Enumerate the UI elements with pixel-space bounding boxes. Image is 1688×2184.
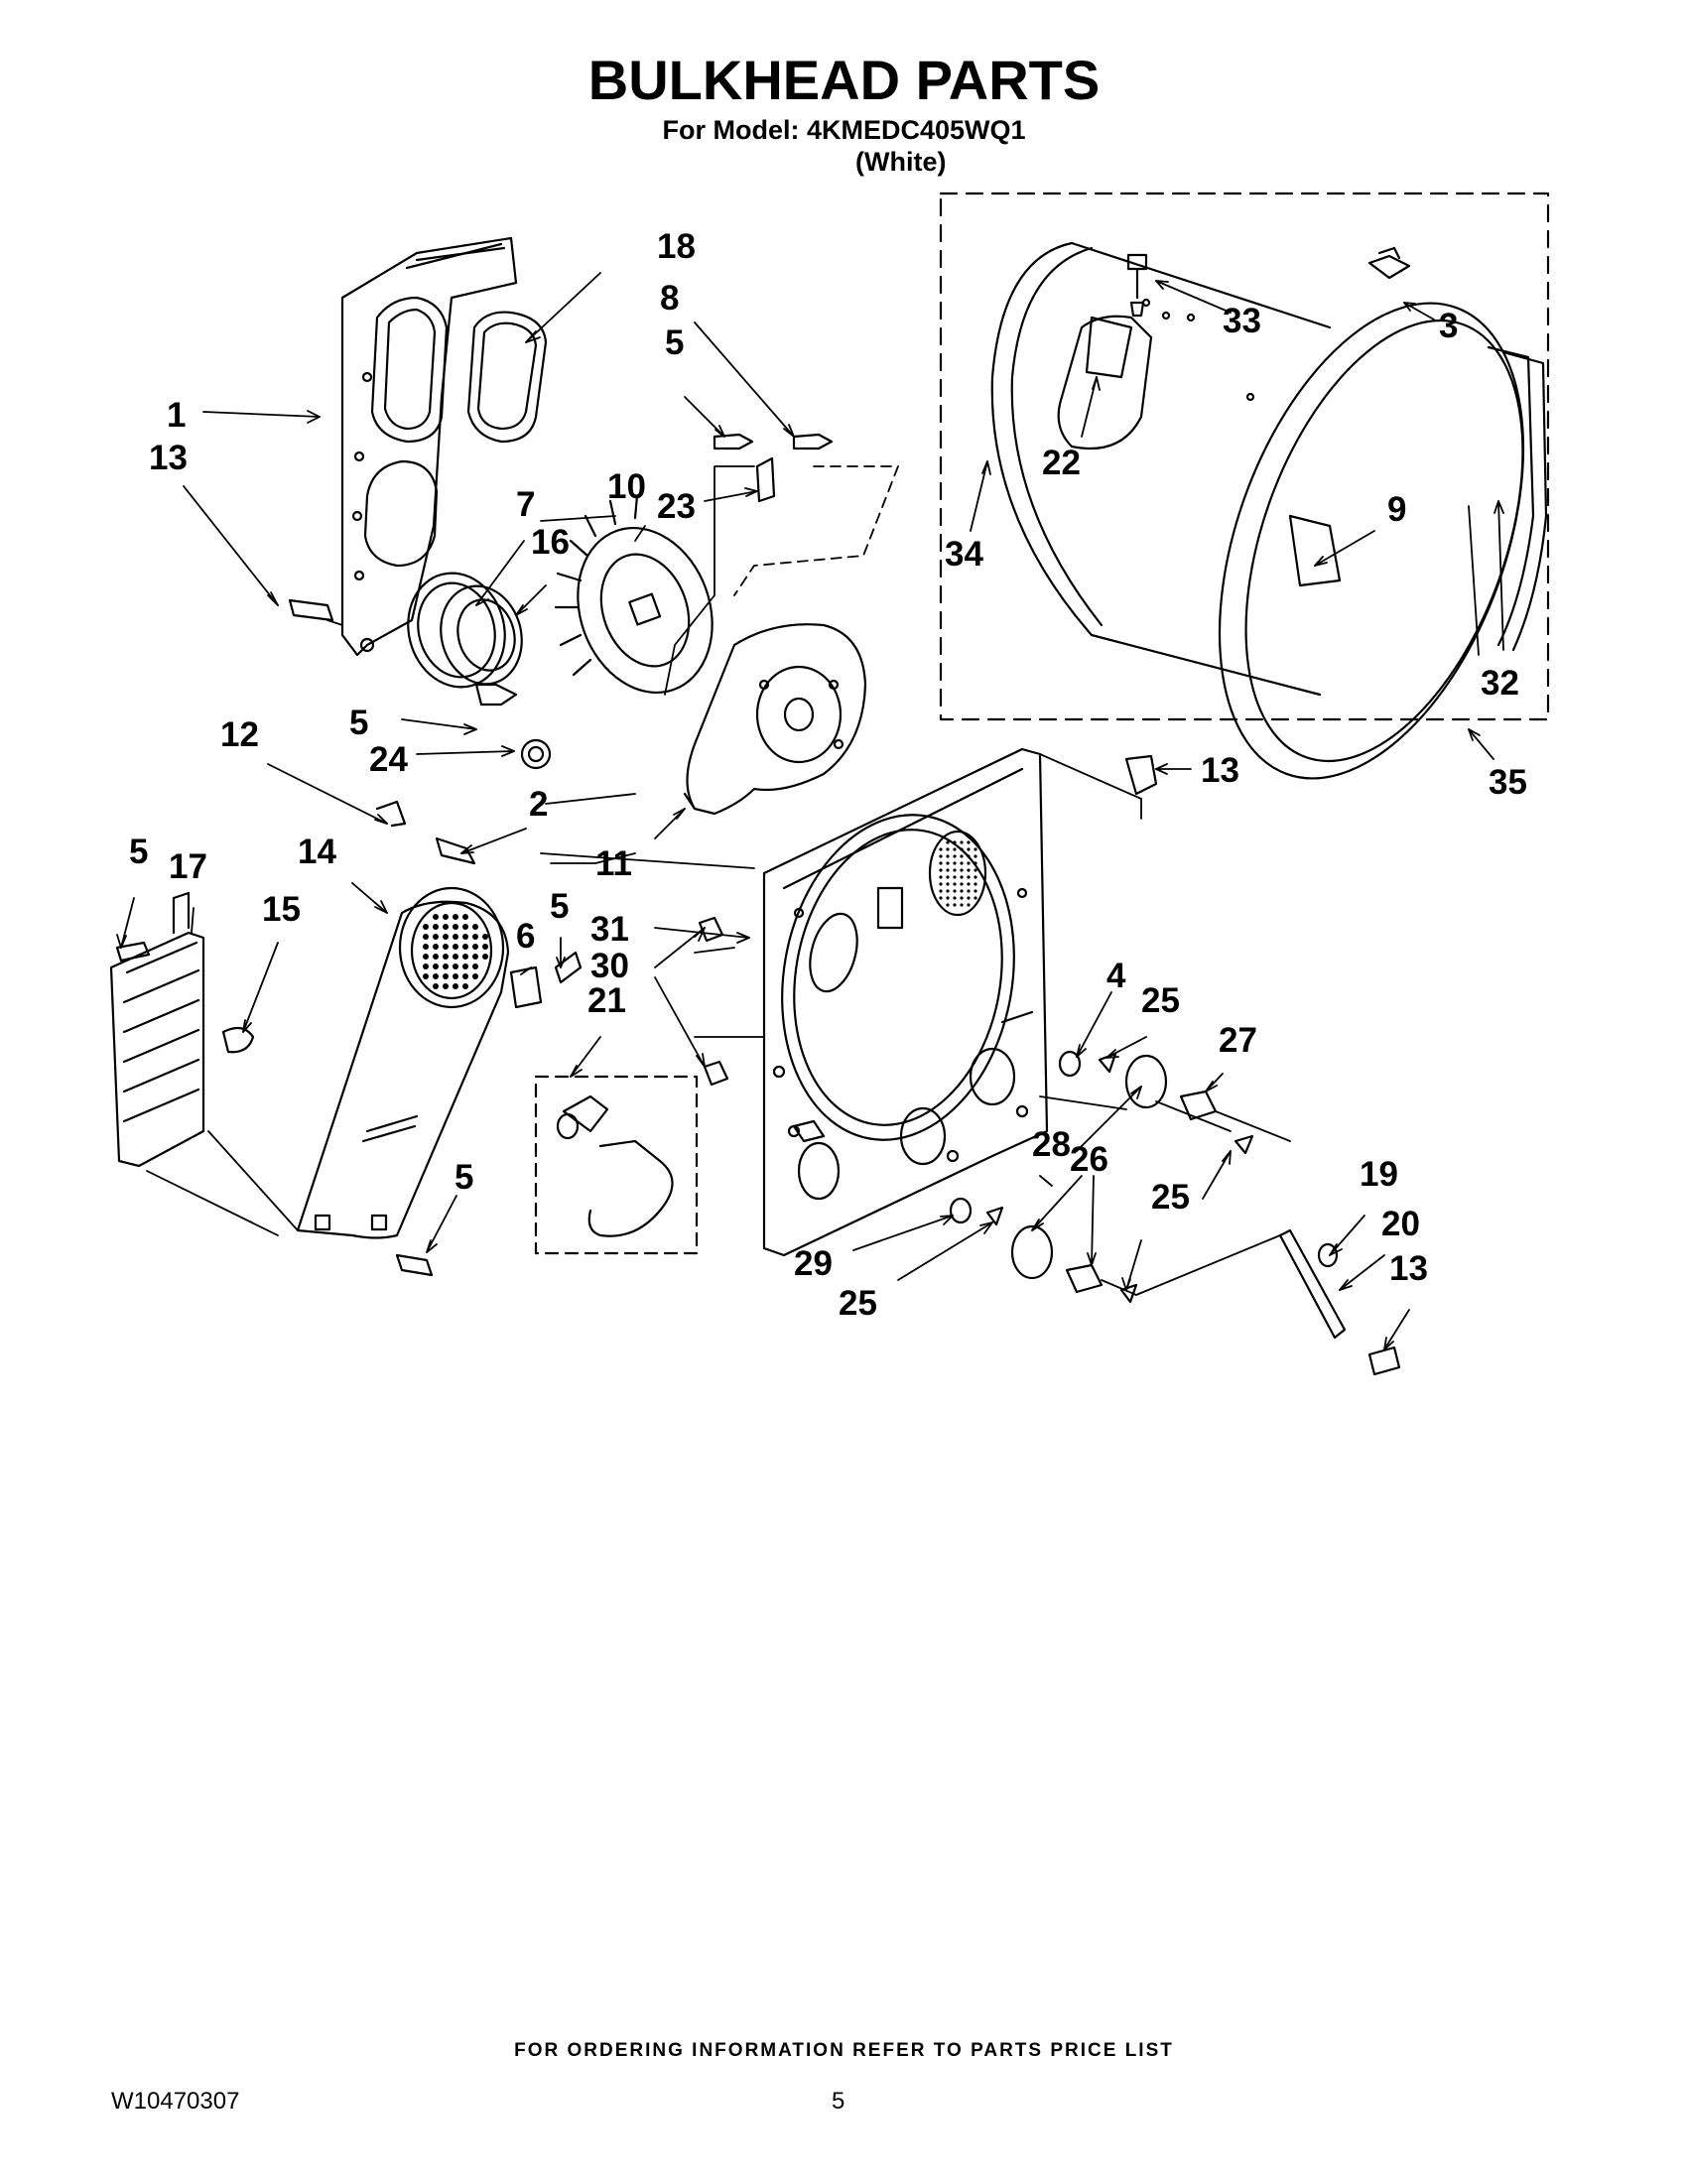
callout-5a: 5 [665, 323, 684, 362]
blower-wheel [554, 494, 714, 695]
callout-35: 35 [1489, 763, 1527, 802]
callout-19: 19 [1360, 1155, 1398, 1194]
callout-15: 15 [262, 890, 301, 929]
thermal-fuse [556, 1094, 674, 1237]
leader-lines [146, 465, 1291, 1296]
callout-7: 7 [516, 485, 535, 524]
duct-screen-dots [423, 914, 488, 989]
callout-25b: 25 [1151, 1178, 1190, 1217]
callout-2: 2 [529, 785, 548, 824]
bearing-ring [407, 572, 523, 689]
felt-seal [466, 311, 548, 444]
callout-18: 18 [657, 227, 696, 266]
thermal-fuse-box [534, 1075, 699, 1255]
callout-25a: 25 [1141, 981, 1180, 1020]
callout-5e: 5 [454, 1158, 473, 1197]
document-number: W10470307 [111, 2088, 240, 2115]
callout-28: 28 [1032, 1125, 1071, 1164]
callout-3: 3 [1439, 307, 1458, 345]
callout-12: 12 [220, 715, 259, 754]
callout-5b: 5 [349, 704, 368, 742]
rear-bulkhead [762, 747, 1049, 1257]
callout-26: 26 [1070, 1140, 1108, 1179]
callout-5c: 5 [129, 833, 148, 871]
callout-25c: 25 [839, 1284, 877, 1323]
callout-11: 11 [595, 844, 632, 883]
callout-1: 1 [167, 396, 186, 435]
callout-4: 4 [1106, 957, 1126, 995]
callout-16: 16 [531, 523, 570, 562]
callout-6: 6 [516, 917, 535, 956]
model-line: For Model: 4KMEDC405WQ1 [662, 115, 1026, 145]
heater-duct [296, 886, 510, 1239]
callout-30: 30 [590, 947, 629, 985]
page-number: 5 [832, 2088, 845, 2115]
callout-5d: 5 [550, 887, 569, 926]
callout-33: 33 [1223, 302, 1261, 340]
callout-34: 34 [945, 535, 983, 574]
ordering-note: FOR ORDERING INFORMATION REFER TO PARTS … [514, 2040, 1174, 2061]
heater-element [109, 891, 205, 1168]
callout-32: 32 [1481, 664, 1519, 703]
callout-21: 21 [587, 981, 626, 1020]
callout-14: 14 [298, 833, 336, 871]
callout-labels: 1 13 18 8 5 23 10 7 16 5 24 12 2 11 33 3… [129, 227, 1527, 1323]
callout-9: 9 [1387, 490, 1406, 529]
callout-13a: 13 [149, 439, 188, 477]
callout-17: 17 [169, 847, 207, 886]
color-line: (White) [855, 147, 947, 177]
callout-20: 20 [1381, 1205, 1420, 1243]
callout-8: 8 [660, 279, 679, 318]
small-hardware [115, 433, 1401, 1376]
callout-10: 10 [607, 467, 646, 506]
callout-13c: 13 [1389, 1249, 1428, 1288]
callout-31: 31 [590, 910, 629, 949]
callout-27: 27 [1219, 1021, 1257, 1060]
page-title: BULKHEAD PARTS [587, 49, 1101, 111]
callout-22: 22 [1042, 444, 1081, 482]
front-bulkhead-panel [340, 236, 518, 657]
callout-29: 29 [794, 1244, 833, 1283]
bulkhead-screen-dots [939, 840, 977, 907]
drum-screw [1126, 253, 1148, 318]
drum-assembly [990, 241, 1548, 780]
blower-housing [683, 623, 867, 816]
callout-24: 24 [369, 740, 408, 779]
callout-arrows [116, 272, 1504, 1350]
callout-23: 23 [657, 487, 696, 526]
baffle-clip [1367, 246, 1411, 280]
callout-13b: 13 [1201, 751, 1239, 790]
